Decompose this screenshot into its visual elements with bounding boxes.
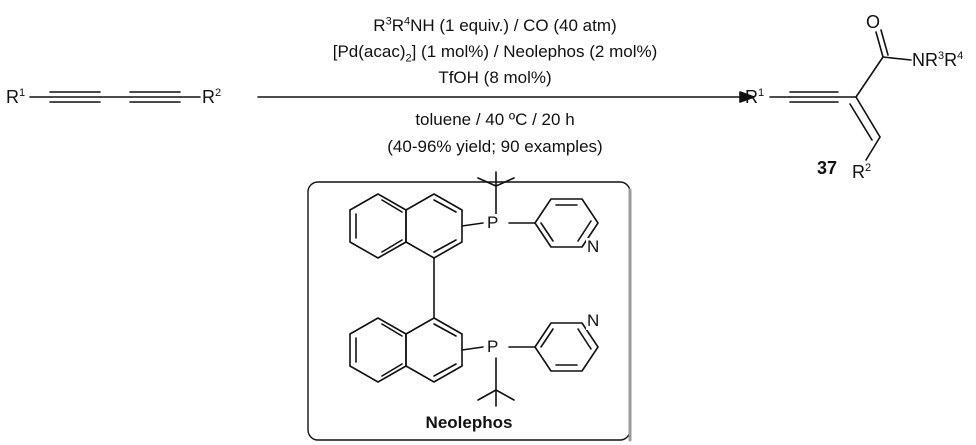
condition-pd-sub: 2	[405, 52, 412, 65]
condition-r4-sup: 4	[403, 15, 411, 28]
reactant-r2-sup: 2	[215, 87, 222, 99]
product-r4: R	[944, 50, 958, 70]
ligand-name: Neolephos	[308, 413, 630, 433]
pyridine-bottom	[534, 322, 599, 372]
product-r1-text: R	[745, 87, 758, 107]
product-r2-text: R	[852, 162, 865, 182]
condition-r3-sup: 3	[385, 15, 392, 28]
condition-line-2: [Pd(acac)2] (1 mol%) / Neolephos (2 mol%…	[250, 42, 740, 65]
phosphine-bottom	[461, 346, 536, 407]
ligand-name-text: Neolephos	[425, 413, 513, 432]
condition-pd-a: [Pd(acac)	[332, 42, 406, 61]
reactant-r1-sup: 1	[19, 87, 26, 99]
condition-r3: R	[373, 16, 386, 35]
product-nr3: NR	[912, 50, 938, 70]
reactant-r2-text: R	[202, 87, 215, 107]
reactant-r1-label: R1	[6, 87, 25, 107]
reactant-r2-label: R2	[202, 87, 221, 107]
condition-yield: (40-96% yield; 90 examples)	[387, 137, 603, 156]
compound-number-text: 37	[817, 158, 838, 178]
product-structure	[769, 29, 912, 161]
ligand-p-top: P	[486, 213, 500, 232]
condition-line-5: (40-96% yield; 90 examples)	[250, 137, 740, 157]
condition-amine-co: NH (1 equiv.) / CO (40 atm)	[410, 16, 617, 35]
condition-r4: R	[391, 16, 404, 35]
product-r2-label: R2	[852, 162, 871, 182]
product-r1-label: R1	[745, 87, 764, 107]
ligand-n-bottom: N	[586, 311, 601, 330]
reactant-diyne	[29, 91, 201, 103]
condition-line-1: R3R4NH (1 equiv.) / CO (40 atm)	[250, 16, 740, 36]
condition-line-3: TfOH (8 mol%)	[250, 68, 740, 88]
ligand-n-top: N	[586, 237, 601, 256]
ligand-p-bottom: P	[486, 337, 500, 356]
product-r2-sup: 2	[865, 162, 872, 174]
phosphine-top	[461, 171, 536, 227]
pyridine-top	[534, 198, 599, 248]
product-r4-sup: 4	[957, 50, 964, 62]
product-oxygen-text: O	[866, 12, 881, 32]
condition-line-4: toluene / 40 ºC / 20 h	[250, 110, 740, 130]
product-nr3-sup: 3	[938, 50, 945, 62]
condition-pd-b: ] (1 mol%) / Neolephos (2 mol%)	[411, 42, 658, 61]
product-amide-label: NR3R4	[912, 50, 963, 70]
product-r1-sup: 1	[758, 87, 765, 99]
condition-solvent-temp: toluene / 40 ºC / 20 h	[415, 110, 575, 129]
compound-number: 37	[817, 158, 837, 178]
naphthalene-top	[349, 193, 463, 259]
product-oxygen-label: O	[866, 12, 880, 32]
reaction-arrow	[257, 91, 755, 103]
naphthalene-bottom	[349, 317, 463, 383]
reactant-r1-text: R	[6, 87, 19, 107]
condition-acid: TfOH (8 mol%)	[438, 68, 552, 87]
